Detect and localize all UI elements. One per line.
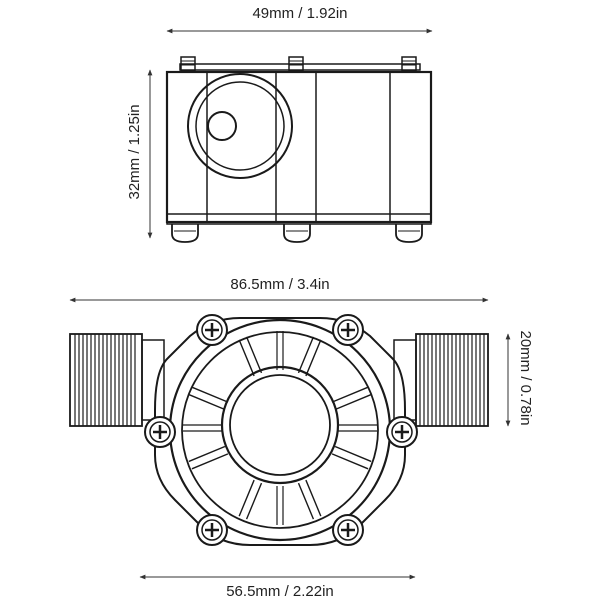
left-thread — [69, 333, 165, 427]
screw-icon — [332, 514, 364, 546]
bottom-overall-width-label: 86.5mm / 3.4in — [230, 276, 329, 293]
hub-outer — [220, 365, 340, 485]
top-rod — [179, 63, 421, 71]
screw-icon — [196, 514, 228, 546]
bottom-body-width-label: 56.5mm / 2.22in — [226, 583, 334, 600]
mounting-screws — [144, 314, 418, 546]
top-feet — [171, 224, 423, 243]
top-height-label: 32mm / 1.25in — [126, 104, 143, 199]
screw-icon — [144, 416, 176, 448]
top-width-label: 49mm / 1.92in — [252, 5, 347, 22]
right-thread — [393, 333, 489, 427]
top-view: 49mm / 1.92in 32mm / 1.25in — [126, 5, 433, 243]
top-base-plate — [166, 213, 432, 225]
top-body — [165, 70, 433, 224]
screw-icon — [386, 416, 418, 448]
thread-height-label: 20mm / 0.78in — [517, 330, 534, 425]
housing-outer-ring — [168, 318, 392, 542]
bottom-view: 86.5mm / 3.4in 20mm / 0.78in 56.5mm / 2.… — [69, 276, 534, 600]
screw-icon — [196, 314, 228, 346]
housing-spokes — [183, 331, 377, 525]
hub-inner — [229, 374, 331, 476]
screw-icon — [332, 314, 364, 346]
inlet-port — [187, 73, 293, 179]
housing-inner-ring — [181, 331, 379, 529]
